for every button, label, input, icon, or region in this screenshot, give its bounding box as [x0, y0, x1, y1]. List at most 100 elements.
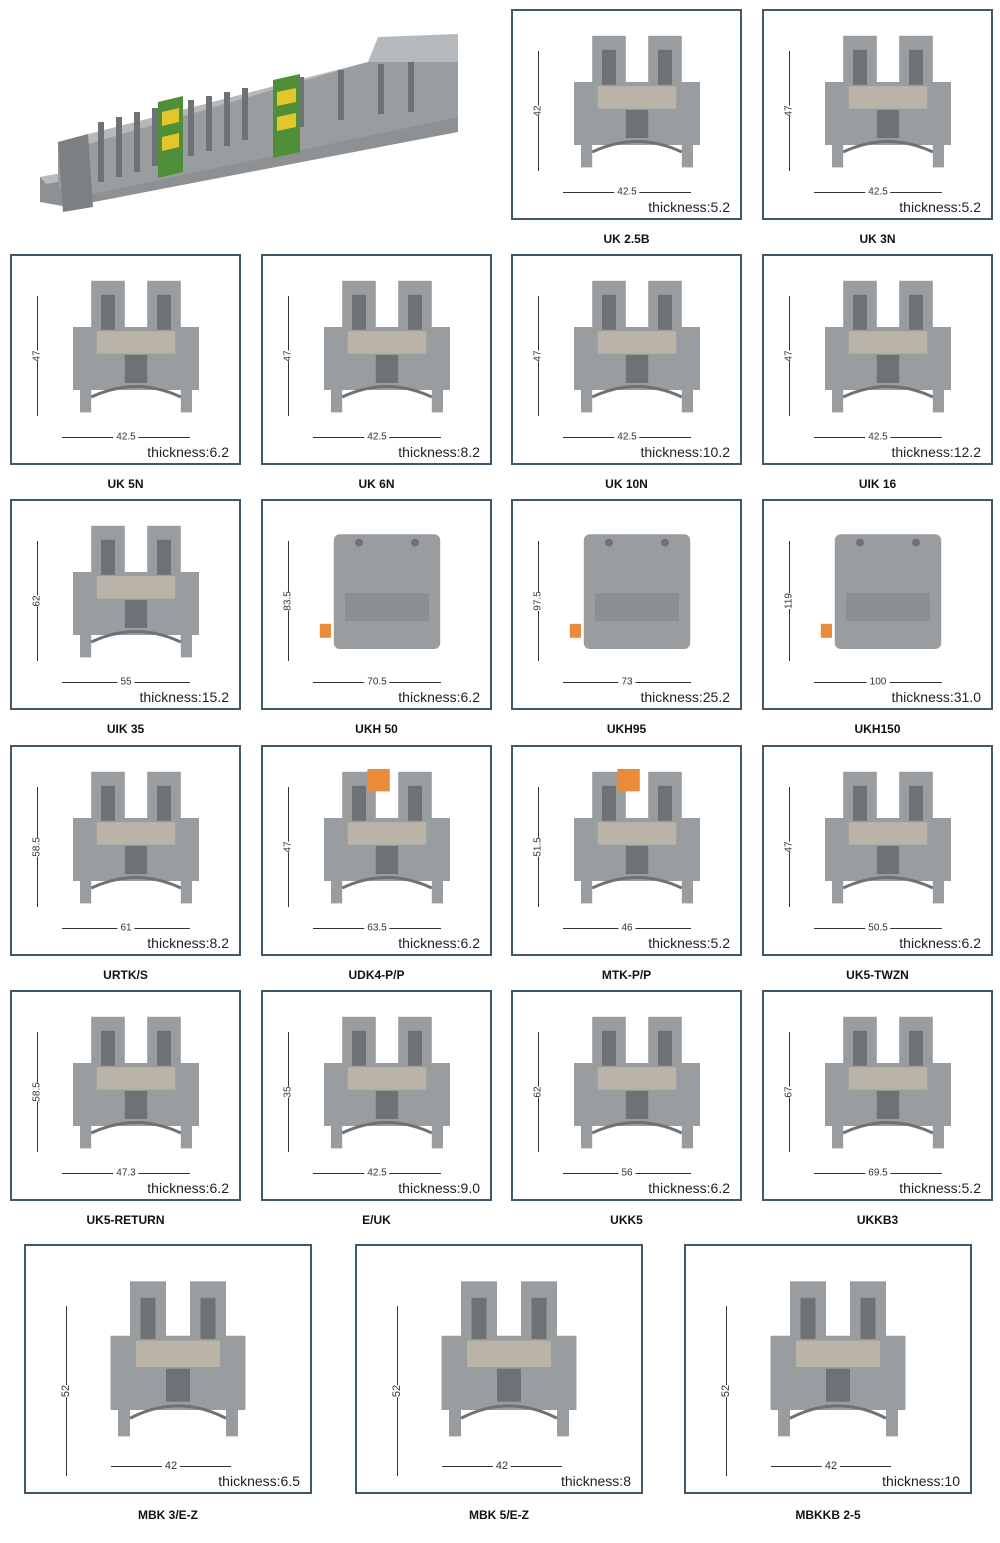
thickness-label: thickness:8.2 [398, 444, 480, 460]
height-dimension: 52 [717, 1384, 735, 1398]
height-dimension: 83.5 [279, 591, 297, 611]
thickness-label: thickness:6.5 [218, 1473, 300, 1489]
product-card: 47 42.5 thickness:5.2 [762, 9, 993, 220]
height-dimension: 119 [780, 593, 798, 609]
product-card: 62 55 thickness:15.2 [10, 499, 241, 710]
width-dimension: 42.5 [614, 431, 640, 443]
width-dimension: 73 [618, 676, 636, 688]
height-dimension: 35 [279, 1086, 297, 1098]
product-name: UKK5 [610, 1213, 643, 1227]
terminal-block-image [317, 278, 457, 423]
terminal-block-image [567, 523, 707, 668]
terminal-block-image [818, 523, 958, 668]
height-dimension: 47 [780, 105, 798, 117]
din-rail-terminal-assembly-image [38, 22, 468, 222]
product-card: 52 42 thickness:6.5 [24, 1244, 312, 1494]
terminal-block-image [66, 278, 206, 423]
terminal-block-image [317, 523, 457, 668]
width-dimension: 61 [117, 922, 135, 934]
product-name: MBK 5/E-Z [469, 1508, 529, 1522]
width-dimension: 42.5 [113, 431, 139, 443]
height-dimension: 51.5 [529, 837, 547, 857]
product-card: 58.5 47.3 thickness:6.2 [10, 990, 241, 1201]
width-dimension: 42.5 [865, 431, 891, 443]
product-card: 51.5 46 thickness:5.2 [511, 745, 742, 956]
terminal-block-image [567, 1014, 707, 1159]
product-name: MBKKB 2-5 [795, 1508, 861, 1522]
height-dimension: 97.5 [529, 591, 547, 611]
terminal-block-image [434, 1278, 584, 1448]
width-dimension: 47.3 [113, 1167, 139, 1179]
height-dimension: 47 [279, 350, 297, 362]
terminal-block-image [818, 278, 958, 423]
thickness-label: thickness:12.2 [891, 444, 982, 460]
height-dimension: 47 [529, 350, 547, 362]
product-name: UKH150 [854, 722, 901, 736]
width-dimension: 42.5 [364, 431, 390, 443]
product-name: UIK 35 [106, 722, 145, 736]
terminal-block-image [567, 33, 707, 178]
thickness-label: thickness:15.2 [139, 689, 230, 705]
thickness-label: thickness:8 [560, 1473, 631, 1489]
thickness-label: thickness:5.2 [648, 199, 730, 215]
width-dimension: 69.5 [865, 1167, 891, 1179]
width-dimension: 42.5 [364, 1167, 390, 1179]
terminal-block-image [66, 523, 206, 668]
height-dimension: 52 [57, 1384, 75, 1398]
terminal-block-image [818, 1014, 958, 1159]
product-card: 47 42.5 thickness:8.2 [261, 254, 492, 465]
height-dimension: 58.5 [28, 1082, 46, 1102]
width-dimension: 42.5 [865, 186, 891, 198]
product-name: UK5-RETURN [86, 1213, 165, 1227]
terminal-block-image [567, 769, 707, 914]
height-dimension: 62 [529, 1086, 547, 1098]
product-name: MTK-P/P [601, 968, 652, 982]
height-dimension: 42 [529, 105, 547, 117]
product-name: UK 10N [605, 477, 648, 491]
width-dimension: 55 [117, 676, 135, 688]
width-dimension: 56 [618, 1167, 636, 1179]
thickness-label: thickness:10.2 [640, 444, 731, 460]
product-card: 83.5 70.5 thickness:6.2 [261, 499, 492, 710]
height-dimension: 58.5 [28, 837, 46, 857]
product-card: 58.5 61 thickness:8.2 [10, 745, 241, 956]
width-dimension: 42 [161, 1460, 181, 1472]
product-card: 52 42 thickness:8 [355, 1244, 643, 1494]
terminal-block-image [317, 769, 457, 914]
product-name: UIK 16 [858, 477, 897, 491]
product-name: UKH 50 [355, 722, 398, 736]
width-dimension: 70.5 [364, 676, 390, 688]
terminal-block-image [567, 278, 707, 423]
height-dimension: 52 [388, 1384, 406, 1398]
terminal-block-image [103, 1278, 253, 1448]
width-dimension: 100 [866, 676, 890, 688]
thickness-label: thickness:5.2 [648, 935, 730, 951]
terminal-block-image [818, 769, 958, 914]
thickness-label: thickness:5.2 [899, 199, 981, 215]
product-name: UKH95 [606, 722, 647, 736]
width-dimension: 63.5 [364, 922, 390, 934]
height-dimension: 67 [780, 1086, 798, 1098]
thickness-label: thickness:6.2 [147, 1180, 229, 1196]
width-dimension: 42 [821, 1460, 841, 1472]
terminal-block-image [66, 769, 206, 914]
thickness-label: thickness:8.2 [147, 935, 229, 951]
product-name: UK 3N [859, 232, 896, 246]
product-name: UK 2.5B [603, 232, 650, 246]
thickness-label: thickness:6.2 [398, 689, 480, 705]
product-name: UK 6N [358, 477, 395, 491]
product-name: MBK 3/E-Z [138, 1508, 198, 1522]
height-dimension: 62 [28, 595, 46, 607]
width-dimension: 42 [492, 1460, 512, 1472]
height-dimension: 47 [780, 841, 798, 853]
width-dimension: 46 [618, 922, 636, 934]
product-name: UKKB3 [856, 1213, 899, 1227]
thickness-label: thickness:31.0 [891, 689, 982, 705]
